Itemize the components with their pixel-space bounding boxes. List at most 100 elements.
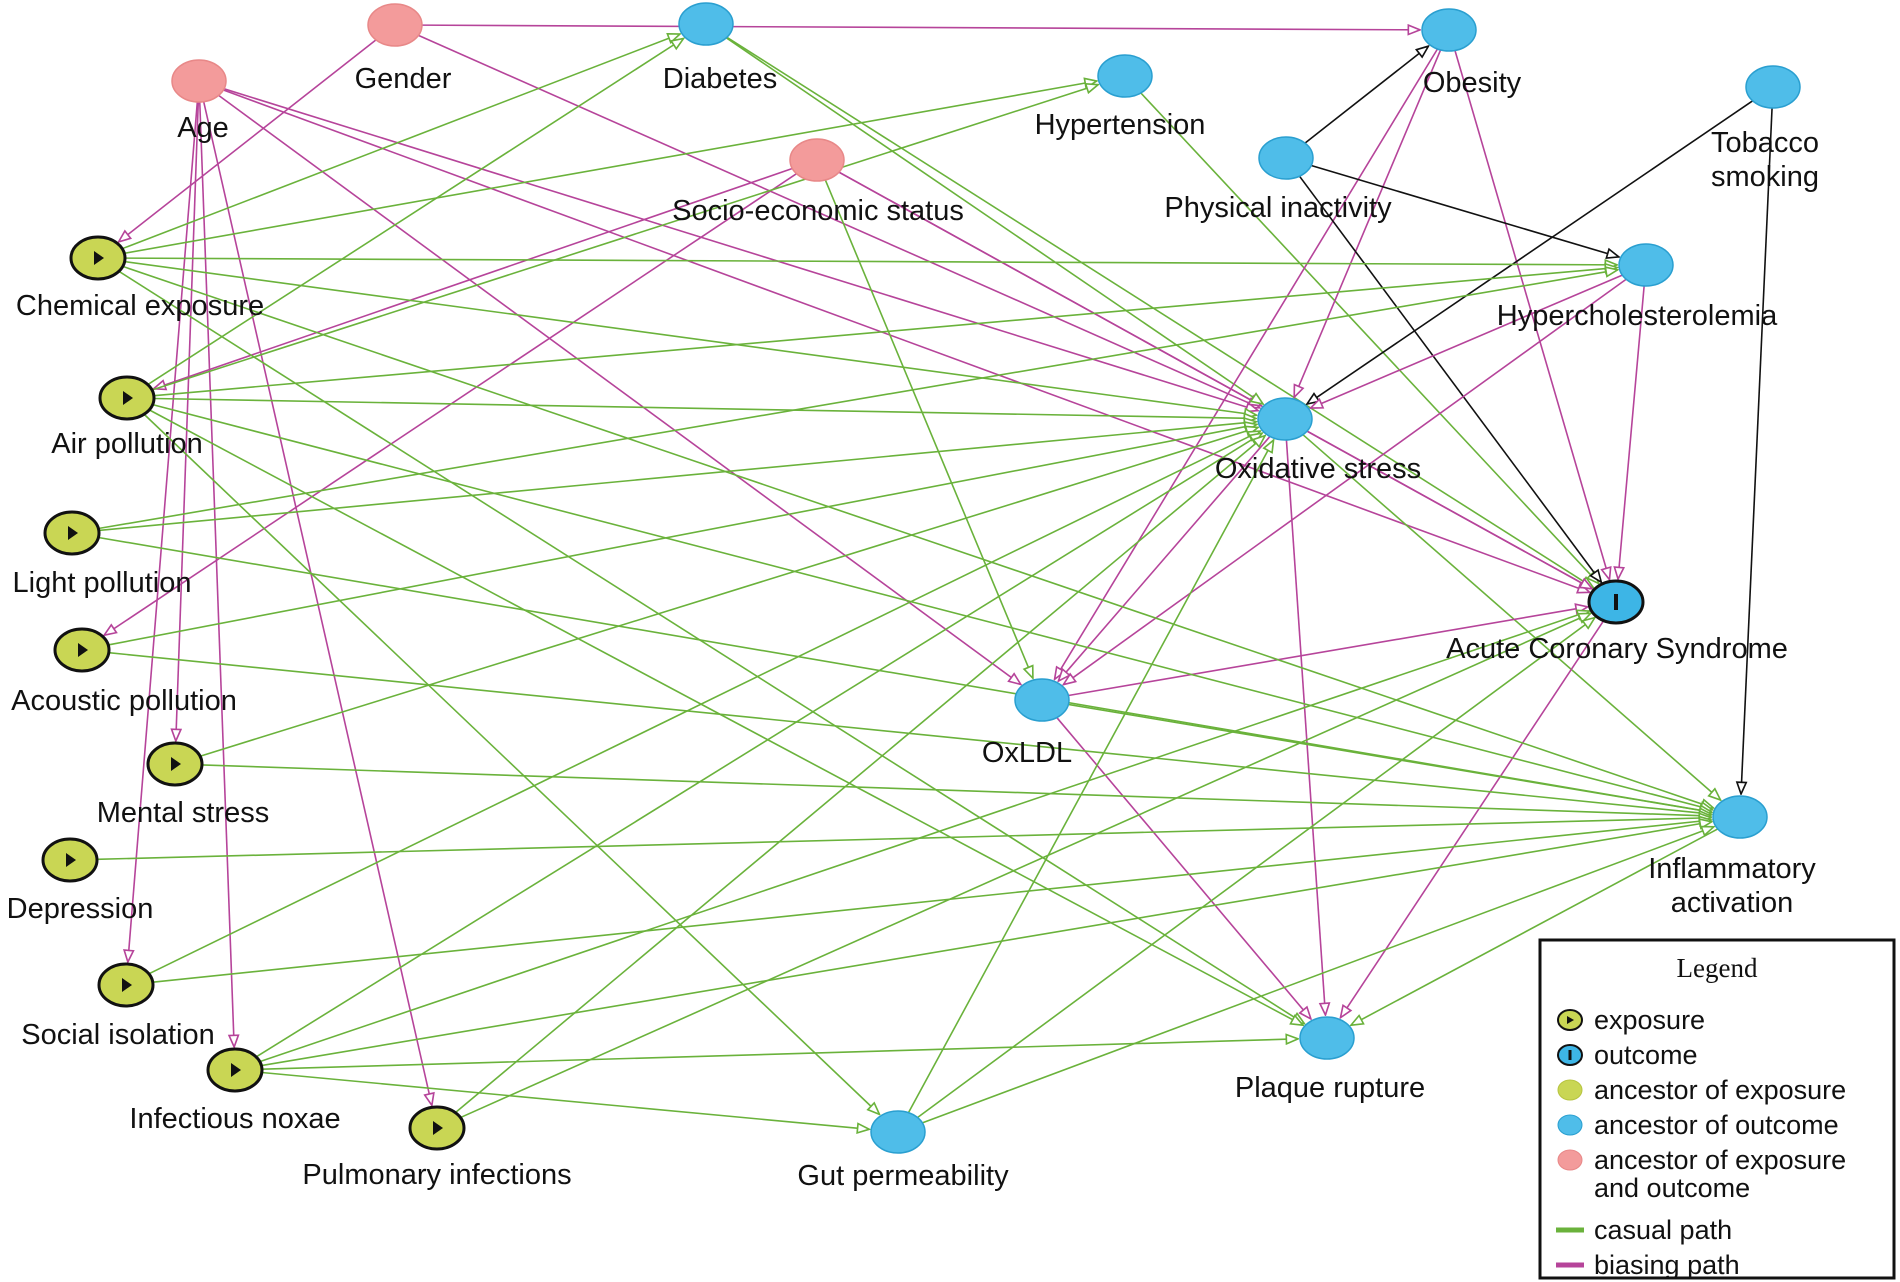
edge-oxldl-to-acs <box>1068 607 1587 697</box>
node-label-plaque: Plaque rupture <box>1235 1072 1425 1104</box>
edge-chemical-to-diabetes <box>121 34 680 250</box>
node-label-light: Light pollution <box>13 567 192 599</box>
node-diabetes <box>678 2 734 46</box>
node-label-inactivity: Physical inactivity <box>1164 192 1392 224</box>
edge-age-to-oxldl <box>218 94 1021 684</box>
exposure-play-icon <box>66 853 76 867</box>
legend-label: exposure <box>1594 1005 1705 1035</box>
node-label-obesity: Obesity <box>1423 67 1522 99</box>
edge-light-to-inflam <box>98 536 1711 812</box>
node-gender <box>367 3 423 47</box>
edge-air-to-hypertension <box>151 85 1098 391</box>
edge-chemical-to-oxstress <box>124 260 1257 416</box>
edge-mental-to-oxstress <box>199 427 1258 757</box>
edge-light-to-hyperchol <box>98 270 1617 530</box>
legend-title: Legend <box>1677 953 1758 983</box>
edge-hyperchol-to-acs <box>1618 285 1645 579</box>
exposure-play-icon <box>68 526 78 540</box>
legend-swatch <box>1557 1149 1583 1171</box>
edge-depression-to-inflam <box>96 818 1711 861</box>
legend-item-causal-line: casual path <box>1556 1215 1732 1245</box>
node-label-mental: Mental stress <box>97 797 269 829</box>
node-label-pulmonary: Pulmonary infections <box>302 1159 571 1191</box>
edge-air-to-diabetes <box>147 39 684 386</box>
edge-infectious-to-oxstress <box>255 433 1262 1058</box>
legend: Legend exposure outcome ancestor of exposu… <box>1538 938 1896 1280</box>
edge-inactivity-to-obesity <box>1304 46 1428 144</box>
edge-gender-to-obesity <box>421 25 1420 30</box>
edge-age-to-social <box>128 101 199 962</box>
edge-chemical-to-inflam <box>122 265 1714 808</box>
edge-gender-to-oxstress <box>418 34 1259 407</box>
edge-oxldl-to-plaque <box>1056 717 1311 1019</box>
edge-oxstress-to-plaque <box>1285 439 1325 1015</box>
legend-label: biasing path <box>1594 1250 1740 1280</box>
exposure-play-icon <box>94 251 104 265</box>
edge-age-to-mental <box>176 101 200 741</box>
edge-inactivity-to-hyperchol <box>1310 164 1619 256</box>
edge-gut-to-inflam <box>922 827 1713 1124</box>
legend-swatch <box>1557 1079 1583 1101</box>
exposure-play-icon <box>1567 1016 1574 1024</box>
exposure-play-icon <box>123 391 133 405</box>
legend-swatch <box>1557 1114 1583 1136</box>
edge-mental-to-inflam <box>201 764 1711 816</box>
edge-light-to-oxstress <box>98 422 1256 532</box>
node-label-gender: Gender <box>355 63 452 95</box>
node-hypertension <box>1097 54 1153 98</box>
node-gut <box>870 1110 926 1154</box>
node-label-acs: Acute Coronary Syndrome <box>1446 633 1788 665</box>
edge-chemical-to-plaque <box>118 270 1304 1023</box>
exposure-play-icon <box>433 1121 443 1135</box>
legend-label: ancestor of outcome <box>1594 1110 1839 1140</box>
edge-age-to-acs <box>223 89 1589 592</box>
edge-chemical-to-hypertension <box>124 81 1096 255</box>
edge-air-to-inflam <box>152 403 1713 810</box>
edge-gender-to-chemical <box>119 39 377 242</box>
node-label-oxstress: Oxidative stress <box>1215 453 1421 485</box>
node-label-infectious: Infectious noxae <box>129 1103 340 1135</box>
node-plaque <box>1299 1016 1355 1060</box>
edge-inactivity-to-acs <box>1298 175 1602 582</box>
legend-box <box>1538 938 1896 1280</box>
node-age <box>171 59 227 103</box>
node-ses <box>789 138 845 182</box>
edge-acs-to-plaque <box>1340 620 1605 1018</box>
exposure-play-icon <box>122 978 132 992</box>
edge-obesity-to-oxldl <box>1055 48 1439 679</box>
edge-hypertension-to-acs <box>1140 92 1599 584</box>
outcome-bar-icon <box>1614 594 1618 610</box>
edge-obesity-to-oxstress <box>1294 49 1442 397</box>
legend-label: casual path <box>1594 1215 1732 1245</box>
edge-air-to-oxstress <box>153 397 1256 418</box>
legend-item-exposure: exposure <box>1557 1005 1705 1035</box>
edge-social-to-inflam <box>152 820 1711 984</box>
node-label-hyperchol: Hypercholesterolemia <box>1497 300 1778 332</box>
node-label-age: Age <box>177 112 229 144</box>
edge-ses-to-oxldl <box>824 179 1033 678</box>
edge-infectious-to-inflam <box>261 822 1711 1067</box>
edge-infectious-to-acs <box>259 611 1590 1063</box>
edge-air-to-hyperchol <box>153 268 1617 397</box>
node-label-acoustic: Acoustic pollution <box>11 685 237 717</box>
legend-item-biasing-line: biasing path <box>1556 1250 1740 1280</box>
node-label-gut: Gut permeability <box>797 1160 1009 1192</box>
exposure-play-icon <box>78 643 88 657</box>
legend-label: outcome <box>1594 1040 1698 1070</box>
node-oxstress <box>1257 397 1313 441</box>
edge-gut-to-oxstress <box>907 440 1274 1114</box>
edge-obesity-to-acs <box>1454 50 1609 579</box>
node-tobacco <box>1745 65 1801 109</box>
edge-oxstress-to-oxldl <box>1058 435 1271 681</box>
node-oxldl <box>1014 678 1070 722</box>
edge-hyperchol-to-oxstress <box>1311 274 1623 408</box>
edge-ses-to-oxstress <box>838 171 1261 406</box>
legend-item-ancestor-exposure: ancestor of exposure <box>1557 1075 1846 1105</box>
node-label-air: Air pollution <box>51 428 203 460</box>
edge-gut-to-acs <box>917 618 1595 1119</box>
